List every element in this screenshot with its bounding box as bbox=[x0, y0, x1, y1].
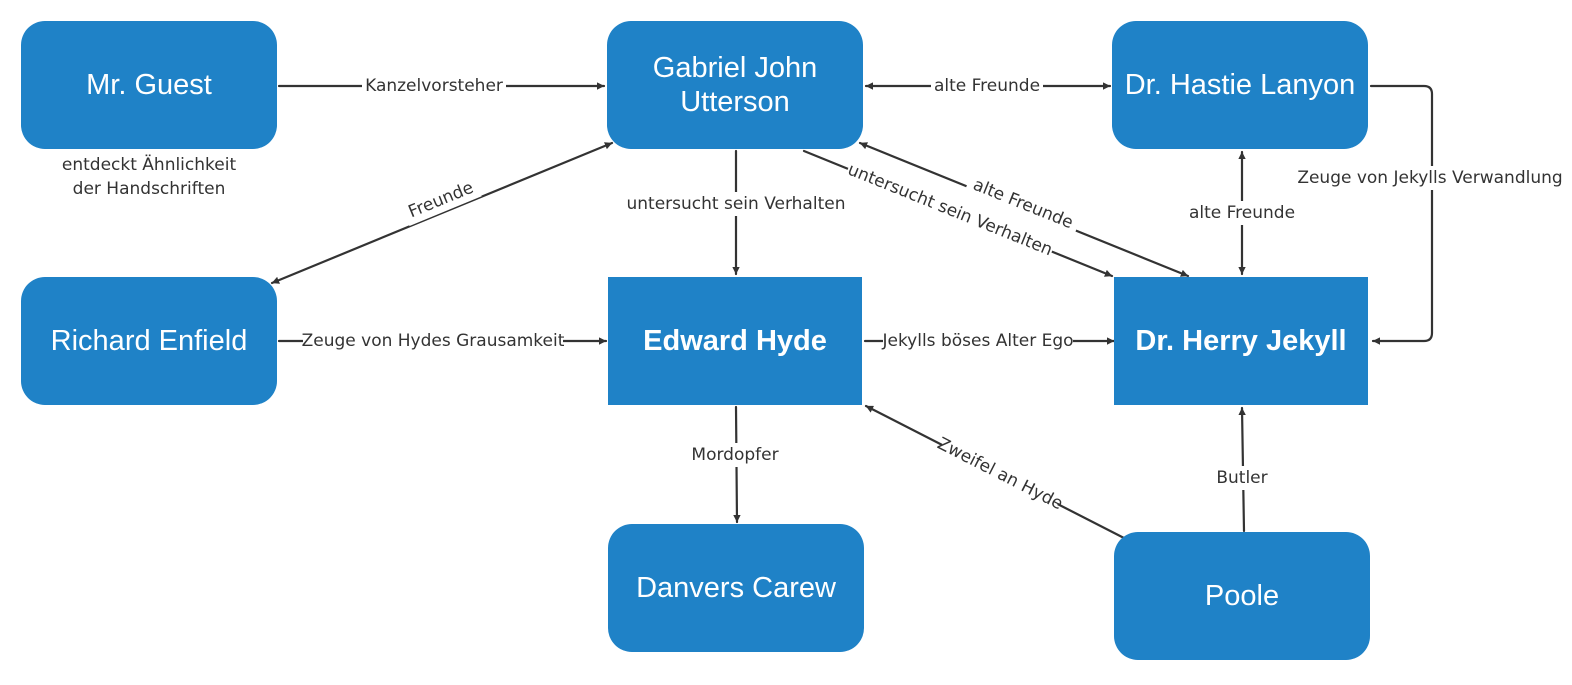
node-utterson-label-line2: Utterson bbox=[680, 86, 790, 118]
label-lanyon-jekyll-friends: alte Freunde bbox=[1189, 203, 1295, 223]
label-lanyon-jekyll-witness: Zeuge von Jekylls Verwandlung bbox=[1297, 168, 1562, 188]
node-enfield-label: Richard Enfield bbox=[50, 325, 248, 357]
label-hyde-jekyll-alter-ego: Jekylls böses Alter Ego bbox=[881, 331, 1073, 351]
node-poole-label: Poole bbox=[1204, 580, 1280, 612]
node-gabriel-john-utterson: Gabriel John Utterson bbox=[607, 21, 863, 149]
edge-lanyon-jekyll-witness bbox=[1369, 84, 1434, 345]
node-dr-hastie-lanyon: Dr. Hastie Lanyon bbox=[1112, 21, 1368, 149]
node-hyde-label: Edward Hyde bbox=[643, 325, 827, 357]
node-poole: Poole bbox=[1114, 532, 1370, 660]
node-edward-hyde: Edward Hyde bbox=[608, 277, 862, 405]
node-carew-label: Danvers Carew bbox=[636, 572, 836, 604]
node-mr-guest-label: Mr. Guest bbox=[86, 69, 212, 101]
node-danvers-carew: Danvers Carew bbox=[608, 524, 864, 652]
label-utterson-lanyon-friends: alte Freunde bbox=[934, 76, 1040, 96]
label-utterson-hyde-investigate: untersucht sein Verhalten bbox=[627, 194, 846, 214]
node-dr-herry-jekyll: Dr. Herry Jekyll bbox=[1114, 277, 1368, 405]
node-mr-guest: Mr. Guest bbox=[21, 21, 277, 149]
note-line-1: entdeckt Ähnlichkeit bbox=[61, 155, 237, 175]
edge-utterson-enfield bbox=[270, 141, 614, 285]
label-hyde-carew-victim: Mordopfer bbox=[691, 445, 778, 465]
label-poole-hyde-doubt: Zweifel an Hyde bbox=[934, 434, 1066, 514]
node-jekyll-label: Dr. Herry Jekyll bbox=[1135, 325, 1347, 357]
label-poole-jekyll-butler: Butler bbox=[1216, 468, 1267, 488]
label-kanzelvorsteher: Kanzelvorsteher bbox=[365, 76, 503, 96]
node-lanyon-label: Dr. Hastie Lanyon bbox=[1124, 69, 1356, 101]
node-richard-enfield: Richard Enfield bbox=[21, 277, 277, 405]
node-utterson-label-line1: Gabriel John bbox=[652, 52, 818, 84]
note-line-2: der Handschriften bbox=[72, 179, 226, 199]
note-handwriting-similarity: entdeckt Ähnlichkeit der Handschriften bbox=[39, 153, 259, 201]
label-enfield-hyde-witness: Zeuge von Hydes Grausamkeit bbox=[302, 331, 565, 351]
label-utterson-enfield-friends: Freunde bbox=[406, 178, 477, 223]
